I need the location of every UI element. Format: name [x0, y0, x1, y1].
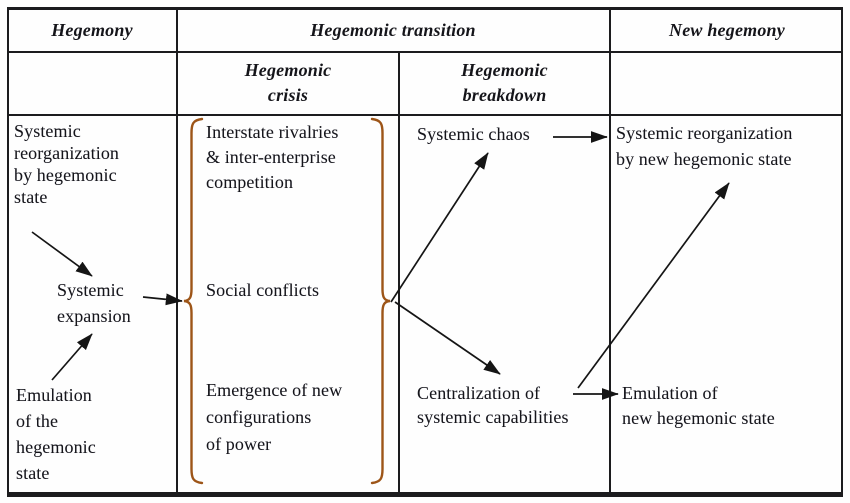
header-hegemony: Hegemony: [51, 20, 133, 40]
subheader-hegemonic-breakdown: Hegemonic breakdown: [461, 60, 548, 105]
grid-divider-col2: [398, 51, 400, 492]
grid-divider-phase-row: [7, 114, 843, 116]
node-systemic-expansion: Systemic expansion: [57, 280, 131, 326]
node-emergence-of-new-configurations-of-power: Emergence of new configurations of power: [206, 380, 343, 454]
node-social-conflicts: Social conflicts: [206, 280, 320, 300]
node-emulation-of-the-hegemonic-state: Emulation of the hegemonic state: [16, 385, 96, 483]
node-systemic-reorganization-by-new-hegemonic-state: Systemic reorganization by new hegemonic…: [616, 123, 793, 169]
node-interstate-rivalries: Interstate rivalries & inter-enterprise …: [206, 122, 339, 192]
node-systemic-reorganization-by-hegemonic-state: Systemic reorganization by hegemonic sta…: [14, 121, 120, 207]
table-outer-border: [7, 7, 843, 497]
header-new-hegemony: New hegemony: [669, 20, 785, 40]
node-centralization-of-systemic-capabilities: Centralization of systemic capabilities: [417, 383, 569, 427]
subheader-hegemonic-crisis: Hegemonic crisis: [244, 60, 332, 105]
header-hegemonic-transition: Hegemonic transition: [310, 20, 476, 40]
grid-divider-col1: [176, 7, 178, 492]
grid-divider-header-row: [7, 51, 843, 53]
node-emulation-of-new-hegemonic-state: Emulation of new hegemonic state: [622, 383, 775, 428]
node-systemic-chaos: Systemic chaos: [417, 124, 530, 144]
